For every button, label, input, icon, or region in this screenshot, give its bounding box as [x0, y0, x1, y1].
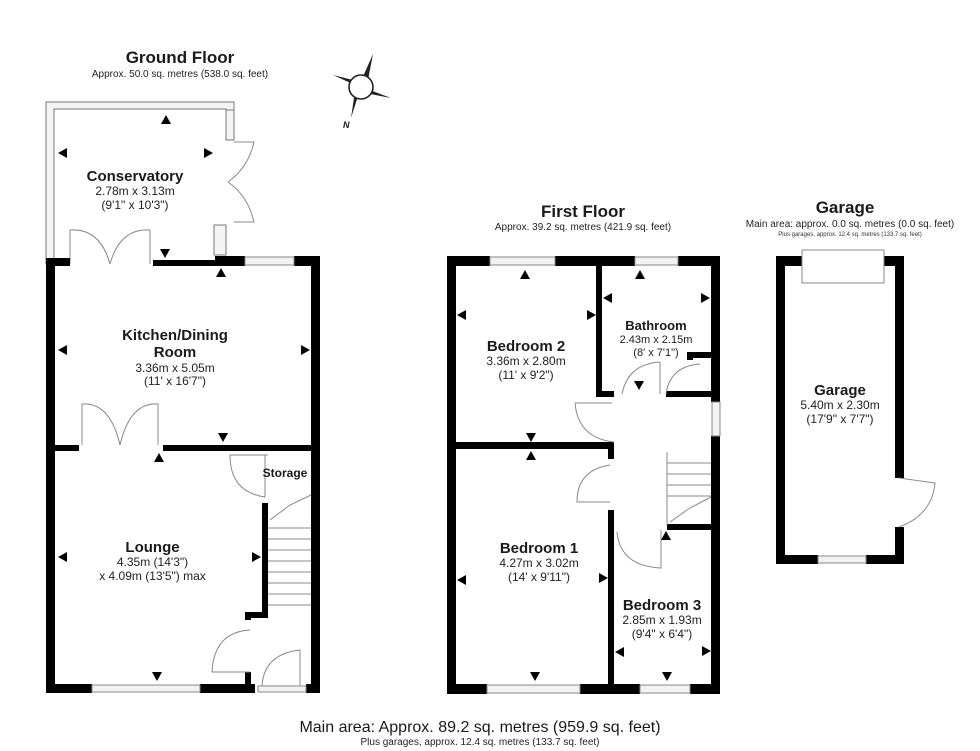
ground-floor-walls: [46, 256, 320, 693]
first-floor-windows: [486, 256, 721, 694]
room-dim-imperial: (9'1" x 10'3"): [101, 198, 169, 213]
kitchen-lounge-doors: [81, 403, 159, 446]
room-dim-line1: 4.35m (14'3"): [116, 555, 189, 570]
garage-section-title: Garage: [815, 198, 875, 217]
garage-window: [817, 555, 867, 564]
compass-north-label: N: [343, 120, 350, 130]
room-label-garage: Garage 5.40m x 2.30m (17'9" x 7'7"): [785, 382, 895, 427]
garage-section-plus-garages: Plus garages, approx. 12.4 sq. metres (1…: [778, 232, 922, 238]
room-name: Storage: [262, 466, 308, 480]
garage-walls: [776, 256, 904, 564]
footer-main-area: Main area: Approx. 89.2 sq. metres (959.…: [299, 719, 661, 736]
first-floor-stairs: [666, 452, 712, 526]
conservatory-kitchen-doors: [69, 229, 151, 265]
room-dim-imperial: (14' x 9'11"): [508, 570, 570, 585]
front-doors: [211, 629, 301, 687]
room-dim-line2: x 4.09m (13'5") max: [99, 569, 206, 584]
ground-floor-title: Ground Floor: [125, 48, 235, 67]
room-name: Bedroom 2: [486, 338, 566, 355]
room-label-bedroom-2: Bedroom 2 3.36m x 2.80m (11' x 9'2"): [466, 338, 586, 383]
room-dim-imperial: (9'4" x 6'4"): [631, 627, 693, 642]
room-name: Bedroom 1: [499, 540, 579, 557]
first-floor-title: First Floor: [540, 202, 626, 221]
room-dim-metric: 3.36m x 2.80m: [486, 354, 566, 369]
first-floor-doors: [574, 361, 701, 569]
room-label-bedroom-1: Bedroom 1 4.27m x 3.02m (14' x 9'11"): [474, 540, 604, 585]
ground-floor-plan: [45, 101, 320, 693]
room-name: Conservatory: [86, 168, 184, 185]
room-dim-metric: 4.27m x 3.02m: [499, 556, 579, 571]
room-label-bathroom: Bathroom 2.43m x 2.15m (8' x 7'1"): [606, 318, 706, 359]
room-dim-imperial: (8' x 7'1"): [633, 346, 679, 359]
compass-rose-icon: [333, 54, 391, 118]
room-label-kitchen-dining: Kitchen/Dining Room 3.36m x 5.05m (11' x…: [100, 327, 250, 389]
room-name: Bathroom: [625, 318, 687, 333]
room-dim-metric: 2.43m x 2.15m: [619, 333, 693, 346]
ground-floor-windows: [91, 256, 307, 693]
garage-door: [801, 249, 885, 284]
footer-plus-garages: Plus garages, approx. 12.4 sq. metres (1…: [360, 737, 600, 748]
room-dim-imperial: (17'9" x 7'7"): [806, 412, 874, 427]
ground-floor-area: Approx. 50.0 sq. metres (538.0 sq. feet): [91, 69, 269, 80]
room-dim-metric: 2.78m x 3.13m: [95, 184, 175, 199]
first-floor-walls: [447, 256, 720, 694]
room-label-conservatory: Conservatory 2.78m x 3.13m (9'1" x 10'3"…: [70, 168, 200, 213]
room-label-storage: Storage: [260, 466, 310, 481]
first-floor-area: Approx. 39.2 sq. metres (421.9 sq. feet): [494, 222, 672, 233]
storage-door: [229, 454, 268, 498]
room-dim-metric: 3.36m x 5.05m: [135, 360, 215, 375]
garage-plan: [776, 249, 936, 564]
room-name: Garage: [814, 382, 866, 399]
ground-floor-stairs: [268, 494, 312, 606]
room-dim-imperial: (11' x 16'7"): [144, 374, 206, 389]
room-name-line2: Room: [153, 344, 197, 362]
room-name: Bedroom 3: [622, 597, 702, 614]
garage-section-area: Main area: approx. 0.0 sq. metres (0.0 s…: [745, 219, 955, 230]
room-label-bedroom-3: Bedroom 3 2.85m x 1.93m (9'4" x 6'4"): [612, 597, 712, 642]
room-dim-metric: 5.40m x 2.30m: [800, 398, 880, 413]
first-floor-plan: [447, 256, 721, 694]
room-dim-metric: 2.85m x 1.93m: [622, 613, 702, 628]
garage-side-door: [898, 477, 936, 528]
conservatory-side-doors: [227, 141, 255, 223]
room-name-line1: Kitchen/Dining: [122, 327, 228, 344]
room-dim-imperial: (11' x 9'2"): [498, 368, 554, 383]
room-name: Lounge: [125, 539, 180, 556]
room-label-lounge: Lounge 4.35m (14'3") x 4.09m (13'5") max: [70, 539, 235, 584]
